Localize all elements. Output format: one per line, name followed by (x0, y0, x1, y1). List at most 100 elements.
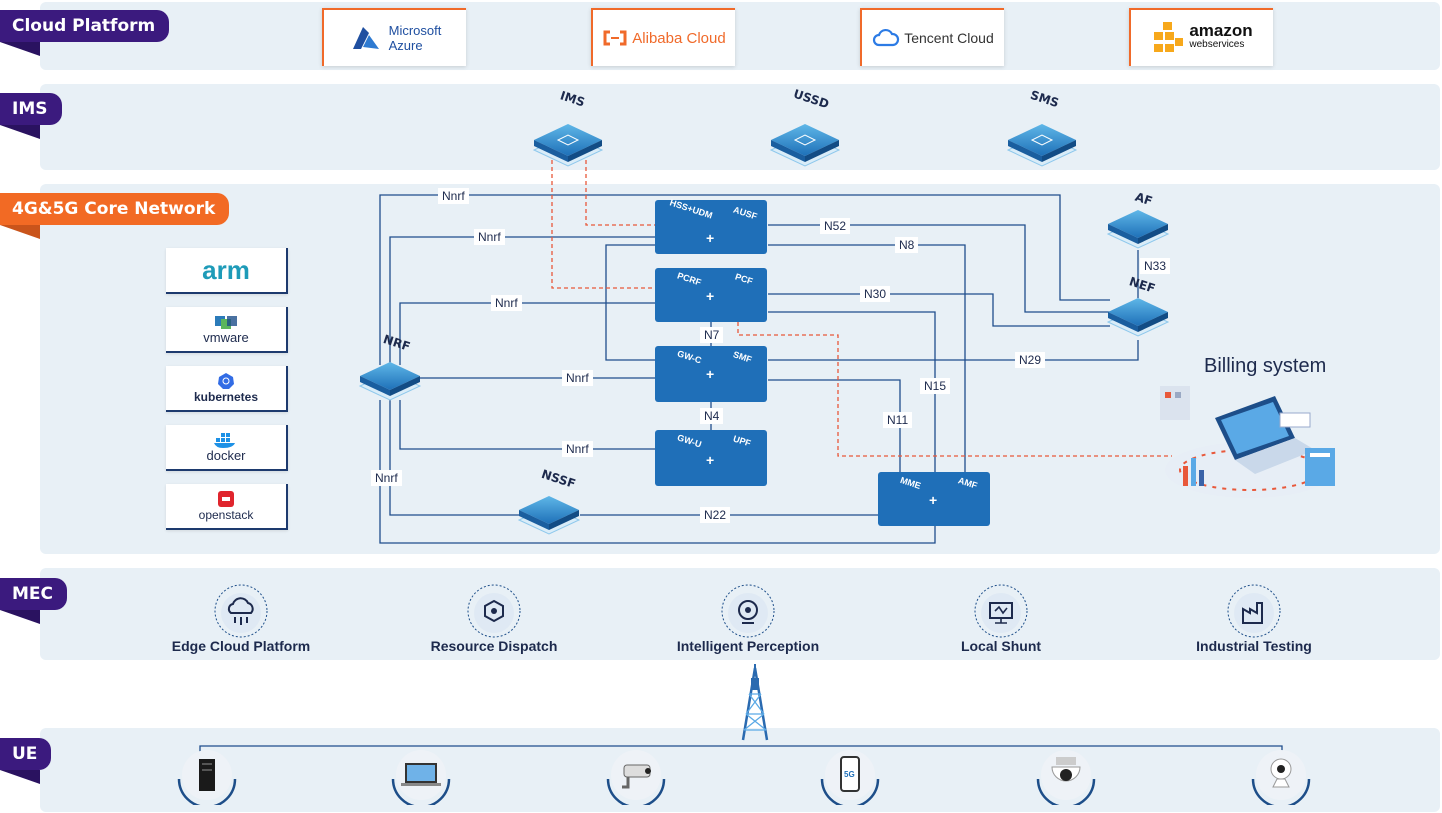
cloud-network-icon (214, 584, 268, 638)
ue-phone-5g: 5G (820, 745, 880, 809)
server-icon (177, 750, 237, 809)
nrf-chip-icon (358, 362, 422, 401)
mme-amf-box: MME AMF + (878, 472, 990, 526)
nef-chip-icon (1106, 298, 1170, 337)
n15-label: N15 (920, 378, 951, 394)
sms-chip-icon (1006, 124, 1078, 167)
af-chip-icon (1106, 210, 1170, 249)
azure-card: Microsoft Azure (322, 8, 466, 66)
cell-tower-icon (741, 664, 769, 741)
nnrf-label: Nnrf (562, 441, 593, 457)
mec-item-label: Local Shunt (960, 638, 1042, 654)
mec-item-label: Edge Cloud Platform (171, 638, 311, 654)
billing-system-label: Billing system (1204, 355, 1327, 377)
ims-chip-icon (532, 124, 604, 167)
tencent-label: Tencent Cloud (904, 30, 994, 46)
n52-label: N52 (820, 218, 851, 234)
pcrf-label: PCRF (676, 270, 703, 288)
hss-ausf-box: HSS+UDM AUSF + (655, 197, 767, 254)
alibaba-logo-icon (603, 30, 627, 46)
ue-home-camera (1251, 745, 1311, 809)
n8-label: N8 (895, 237, 919, 253)
ue-server (177, 745, 237, 809)
dome-camera-icon (1036, 750, 1096, 809)
phone-5g-icon (820, 750, 880, 809)
resource-hexagon-icon (467, 584, 521, 638)
ue-camera (606, 745, 666, 809)
gwu-upf-box: GW-U UPF + (655, 430, 767, 486)
ue-dome-camera (1036, 745, 1096, 809)
gw-c-label: GW-C (676, 348, 703, 366)
monitor-shunt-icon (974, 584, 1028, 638)
mec-item-label: Industrial Testing (1196, 638, 1312, 654)
ausf-label: AUSF (732, 204, 759, 222)
ims-band (40, 84, 1440, 170)
plus-sign: + (706, 452, 715, 468)
tencent-logo-icon (873, 28, 900, 47)
ussd-chip-icon (769, 124, 841, 167)
mec-tag: MEC (0, 578, 68, 624)
pcrf-pcf-box: PCRF PCF + (655, 268, 767, 322)
mme-label: MME (898, 475, 923, 491)
ims-layer-label: IMS (12, 99, 48, 119)
core-layer-label: 4G&5G Core Network (12, 199, 216, 219)
alibaba-card: Alibaba Cloud (591, 8, 735, 66)
plus-sign: + (706, 230, 715, 246)
kubernetes-card: kubernetes (166, 366, 288, 412)
openstack-card: openstack (166, 484, 288, 530)
openstack-logo-icon (218, 491, 234, 507)
cloud-platform-tag: Cloud Platform (0, 10, 170, 56)
azure-label-1: Microsoft (388, 23, 442, 38)
upf-label: UPF (731, 433, 753, 449)
phone-5g-label: 5G (844, 770, 855, 779)
aws-card: amazon webservices (1129, 8, 1273, 66)
arm-logo: arm (202, 254, 250, 285)
home-camera-icon (1251, 750, 1311, 809)
pcf-label: PCF (733, 271, 755, 287)
ue-layer-label: UE (12, 744, 38, 764)
laptop-icon (391, 750, 451, 809)
nnrf-label: Nnrf (438, 188, 469, 204)
n33-label: N33 (1140, 258, 1171, 274)
nnrf-label: Nnrf (562, 370, 593, 386)
azure-label-2: Azure (388, 38, 423, 53)
cloud-platform-label: Cloud Platform (12, 16, 156, 36)
aws-label-2: webservices (1189, 39, 1245, 50)
ue-laptop (391, 745, 451, 809)
docker-card: docker (166, 425, 288, 471)
nnrf-label: Nnrf (474, 229, 505, 245)
arm-card: arm (166, 248, 288, 294)
hss-udm-label: HSS+UDM (668, 197, 714, 221)
n7-label: N7 (700, 327, 724, 343)
plus-sign: + (929, 492, 938, 508)
alibaba-label: Alibaba Cloud (632, 29, 726, 47)
billing-system-illustration (1160, 386, 1335, 498)
kubernetes-logo-icon (218, 373, 234, 389)
gw-u-label: GW-U (676, 432, 703, 450)
webcam-icon (721, 584, 775, 638)
n11-label: N11 (883, 412, 913, 428)
docker-logo-icon (214, 432, 235, 448)
mec-layer-label: MEC (12, 584, 54, 604)
ue-tag: UE (0, 738, 52, 784)
vmware-logo-icon (215, 315, 237, 329)
amf-label: AMF (956, 475, 979, 491)
mec-item-label: Intelligent Perception (676, 638, 820, 654)
ue-band (40, 728, 1440, 812)
plus-sign: + (706, 288, 715, 304)
openstack-label: openstack (198, 508, 254, 522)
nssf-chip-icon (517, 496, 581, 535)
factory-icon (1227, 584, 1281, 638)
azure-logo-icon (352, 27, 379, 49)
aws-label-1: amazon (1189, 21, 1253, 40)
ims-tag: IMS (0, 93, 62, 139)
docker-label: docker (206, 447, 246, 463)
plus-sign: + (706, 366, 715, 382)
vmware-label: vmware (203, 329, 249, 345)
n29-label: N29 (1015, 352, 1046, 368)
nnrf-label: Nnrf (371, 470, 402, 486)
mec-item-label: Resource Dispatch (430, 638, 558, 654)
n4-label: N4 (700, 408, 724, 424)
camera-icon (606, 750, 666, 809)
